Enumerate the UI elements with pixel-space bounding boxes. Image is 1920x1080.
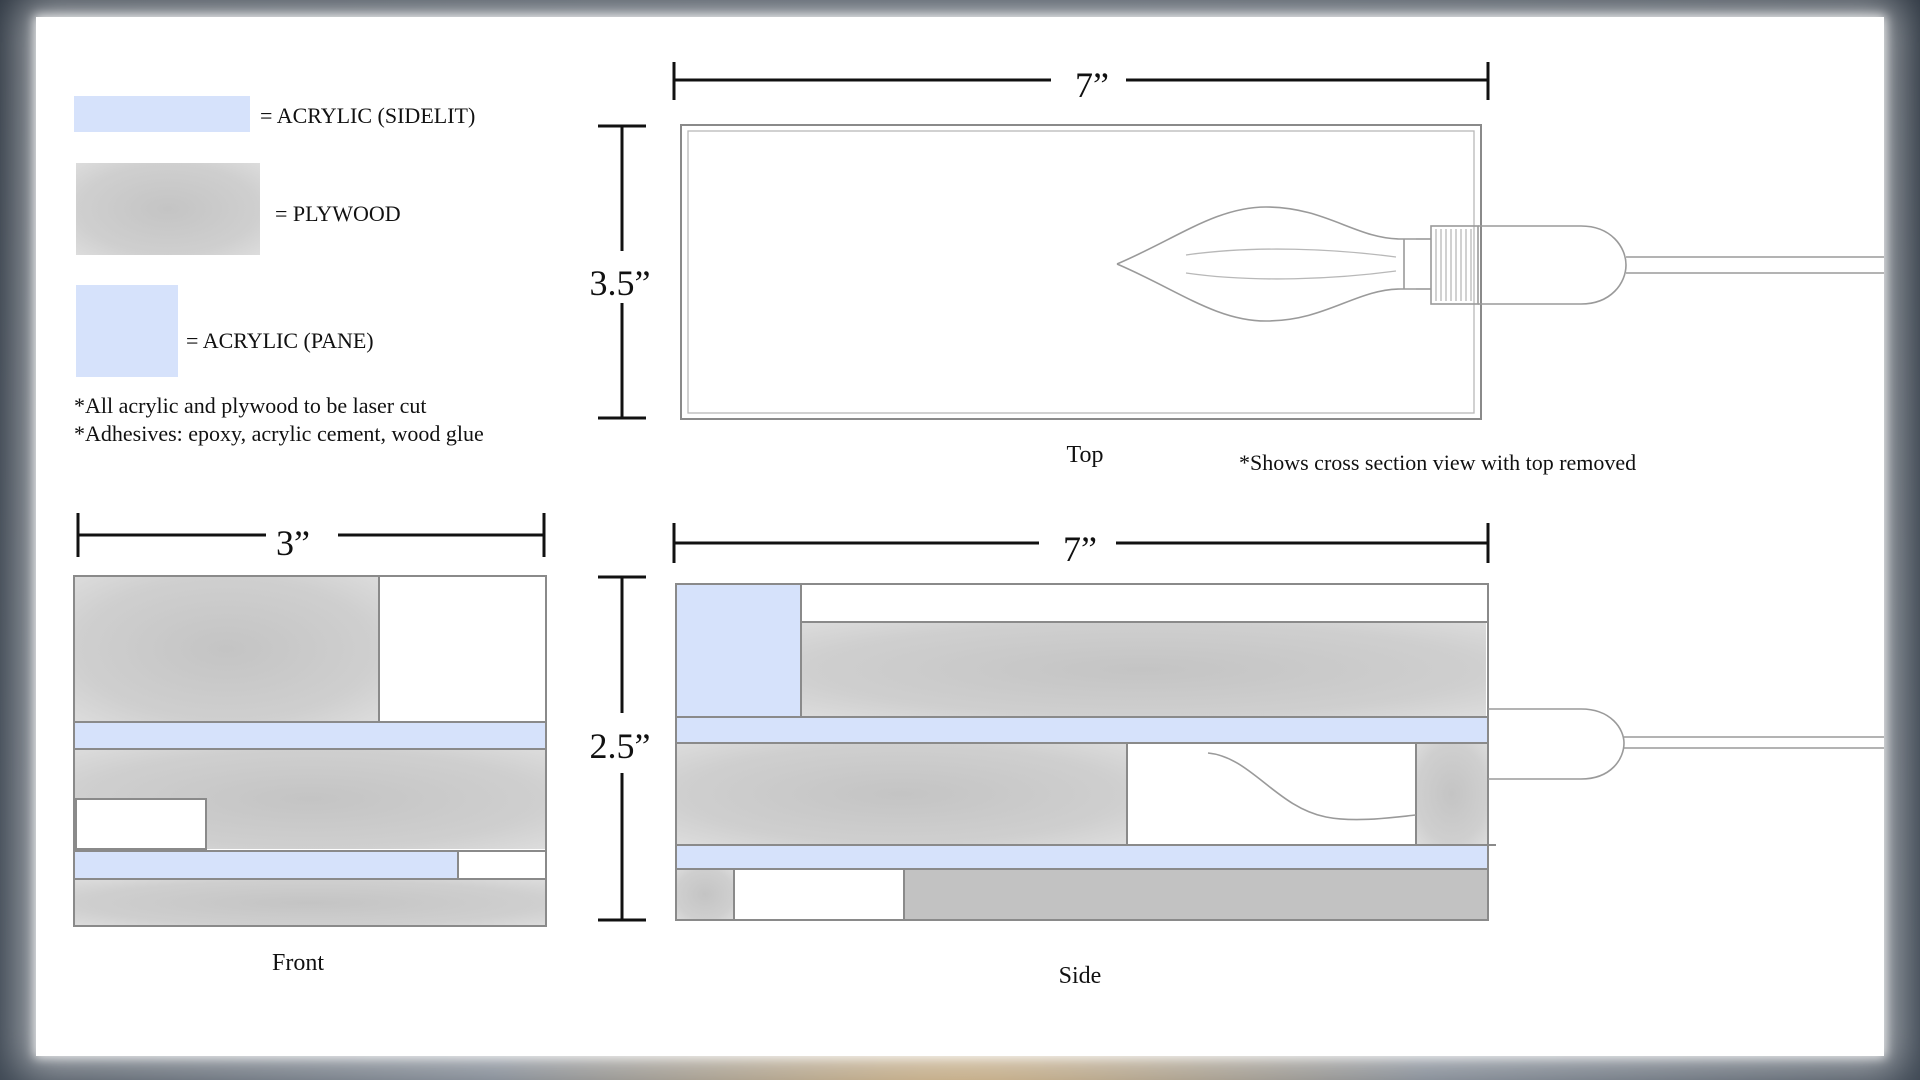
bulb-sketch xyxy=(1116,206,1884,322)
side-plywood-top xyxy=(801,622,1486,717)
top-width-dimension xyxy=(672,62,1490,100)
top-box-inner xyxy=(687,130,1475,414)
legend: = ACRYLIC (SIDELIT) = PLYWOOD = ACRYLIC … xyxy=(74,96,484,446)
legend-swatch-acrylic-pane xyxy=(76,285,178,377)
front-plywood-bottom xyxy=(74,880,546,926)
front-width-dimension xyxy=(76,513,546,557)
top-view: 7” 3.5” xyxy=(590,62,1884,475)
side-acrylic-sidelit-lower xyxy=(676,846,1488,868)
side-bulb-curve xyxy=(1207,752,1417,821)
top-height-label: 3.5” xyxy=(590,263,651,303)
top-width-label: 7” xyxy=(1075,65,1109,105)
side-plywood-bottom-right xyxy=(904,869,1488,920)
legend-swatch-acrylic-sidelit xyxy=(74,96,250,132)
legend-label-acrylic-sidelit: = ACRYLIC (SIDELIT) xyxy=(260,103,475,128)
front-view: 3” Front xyxy=(73,513,547,976)
front-acrylic-sidelit-upper xyxy=(74,723,546,749)
front-plywood-top-left xyxy=(74,576,379,722)
side-caption: Side xyxy=(1059,963,1102,989)
side-plywood-socket-block xyxy=(1416,744,1488,844)
side-width-label: 7” xyxy=(1063,529,1097,569)
side-height-dimension xyxy=(598,575,646,922)
technical-drawing: = ACRYLIC (SIDELIT) = PLYWOOD = ACRYLIC … xyxy=(73,62,1884,989)
front-acrylic-sidelit-lower xyxy=(74,852,458,878)
side-acrylic-pane xyxy=(676,584,801,717)
side-socket-sketch xyxy=(1488,708,1884,780)
front-caption: Front xyxy=(272,950,324,976)
top-box-outline xyxy=(680,124,1482,420)
side-view: 7” 2.5” xyxy=(590,523,1884,989)
top-height-dimension xyxy=(598,124,646,420)
side-plywood-middle xyxy=(676,744,1127,844)
front-void-middle xyxy=(76,799,206,849)
legend-label-plywood: = PLYWOOD xyxy=(275,201,401,226)
note-adhesives: *Adhesives: epoxy, acrylic cement, wood … xyxy=(74,421,484,446)
top-caption: Top xyxy=(1067,442,1104,468)
legend-label-acrylic-pane: = ACRYLIC (PANE) xyxy=(186,328,374,353)
side-plywood-bottom-left xyxy=(676,869,734,920)
drawing-sheet: = ACRYLIC (SIDELIT) = PLYWOOD = ACRYLIC … xyxy=(36,17,1884,1056)
side-height-label: 2.5” xyxy=(590,726,651,766)
side-acrylic-sidelit-upper xyxy=(676,717,1488,743)
top-section-note: *Shows cross section view with top remov… xyxy=(1239,450,1636,475)
side-width-dimension xyxy=(672,523,1490,563)
front-width-label: 3” xyxy=(276,523,310,563)
legend-swatch-plywood xyxy=(76,163,260,255)
note-laser-cut: *All acrylic and plywood to be laser cut xyxy=(74,393,427,418)
